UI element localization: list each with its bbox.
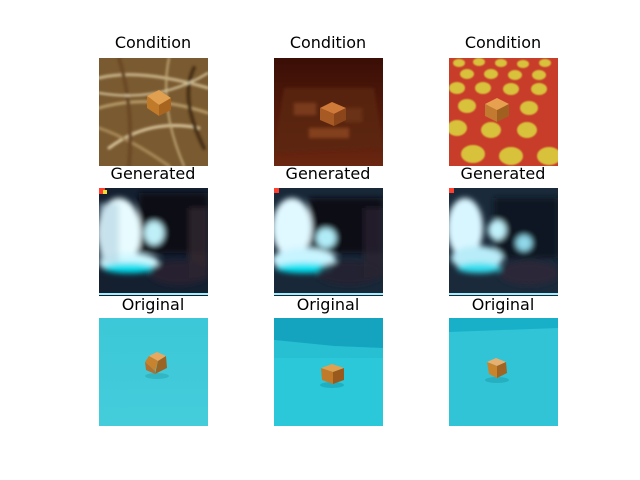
original-title-2: Original xyxy=(296,295,360,314)
original-image-2 xyxy=(274,318,383,426)
original-title-1: Original xyxy=(121,295,185,314)
generated-image-2 xyxy=(274,188,383,296)
generated-image-1 xyxy=(99,188,208,296)
condition-image-3 xyxy=(449,58,558,166)
generated-title-1: Generated xyxy=(110,164,196,183)
generated-title-3: Generated xyxy=(460,164,546,183)
generated-image-3 xyxy=(449,188,558,296)
original-image-1 xyxy=(99,318,208,426)
generated-title-2: Generated xyxy=(285,164,371,183)
condition-image-1 xyxy=(99,58,208,166)
condition-image-2 xyxy=(274,58,383,166)
condition-title-2: Condition xyxy=(289,33,367,52)
condition-title-3: Condition xyxy=(464,33,542,52)
condition-title-1: Condition xyxy=(114,33,192,52)
original-image-3 xyxy=(449,318,558,426)
original-title-3: Original xyxy=(471,295,535,314)
